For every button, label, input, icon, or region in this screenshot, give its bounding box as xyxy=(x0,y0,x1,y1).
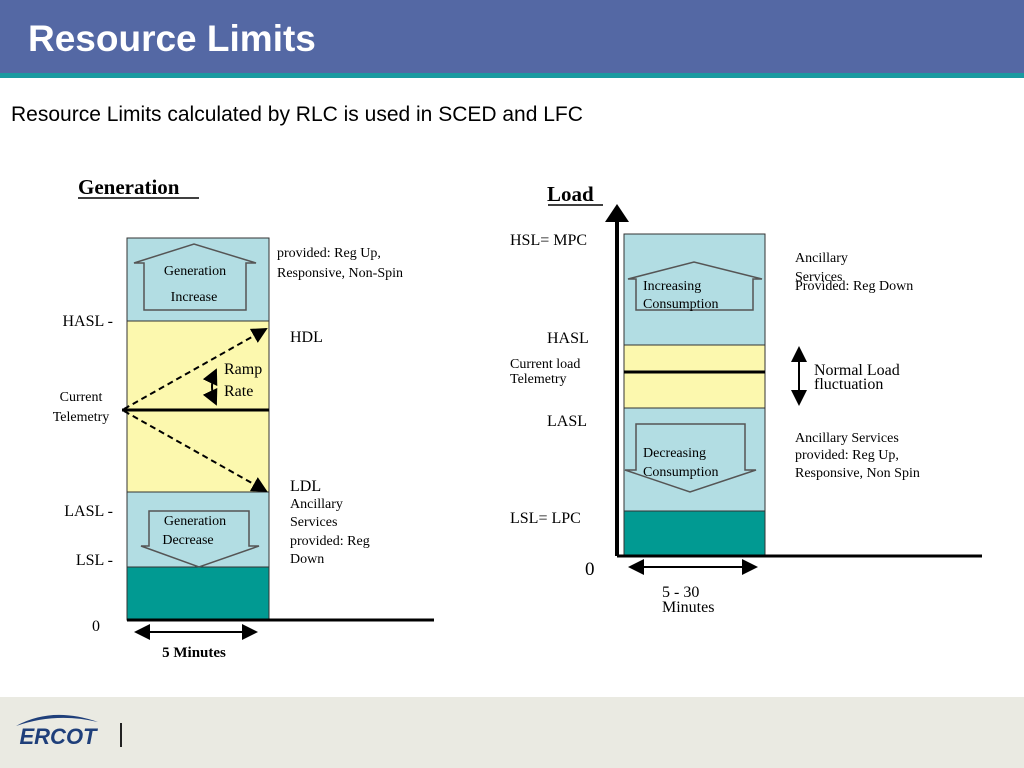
load-current-telemetry-label-1: Current load xyxy=(510,357,580,372)
slide-title: Resource Limits xyxy=(28,18,316,59)
gen-ramp-up-dashed-arrow xyxy=(123,328,268,410)
gen-ldl-label: LDL xyxy=(290,478,321,495)
generation-decrease-label-2: Decrease xyxy=(162,533,213,548)
gen-teal-band xyxy=(126,566,270,621)
resource-limits-diagram: Generation Generation Increase Generatio… xyxy=(53,175,982,661)
load-lsl-label: LSL= LPC xyxy=(510,510,581,527)
decreasing-consumption-label-1: Decreasing xyxy=(643,446,706,461)
increasing-consumption-label-1: Increasing xyxy=(643,279,701,294)
load-yellow-band xyxy=(623,344,766,409)
increasing-consumption-arrow xyxy=(627,261,763,311)
generation-increase-label-1: Generation xyxy=(164,264,226,279)
load-diagram: Load Increasing Consumption Decreasing C… xyxy=(510,182,982,616)
load-hsl-label: HSL= MPC xyxy=(510,232,587,249)
footer xyxy=(0,697,1024,768)
decreasing-consumption-label-2: Consumption xyxy=(643,465,718,480)
generation-heading: Generation xyxy=(78,175,180,199)
gen-yellow-band xyxy=(126,320,270,493)
load-teal-band xyxy=(623,510,766,557)
ercot-logo-text: ERCOT xyxy=(20,724,99,748)
gen-hasl-label: HASL - xyxy=(62,313,113,330)
gen-ldl-note-1: Ancillary xyxy=(290,497,343,512)
load-current-telemetry-label-2: Telemetry xyxy=(510,372,567,387)
gen-current-telemetry-label-1: Current xyxy=(60,390,103,405)
generation-decrease-arrow xyxy=(140,510,260,568)
generation-decrease-label-1: Generation xyxy=(164,514,226,529)
gen-time-span-label: 5 Minutes xyxy=(162,645,226,661)
title-stripe xyxy=(0,73,1024,78)
normal-load-label-1: Normal Load xyxy=(814,362,900,379)
gen-lasl-label: LASL - xyxy=(64,503,113,520)
ramp-rate-label-2: Rate xyxy=(224,383,253,400)
gen-ldl-note-3: provided: Reg xyxy=(290,534,370,549)
load-hasl-label: HASL xyxy=(547,330,589,347)
load-bottom-note-2: provided: Reg Up, xyxy=(795,448,899,463)
load-axis-arrowhead xyxy=(605,204,629,222)
gen-zero-label: 0 xyxy=(92,618,100,635)
slide-subtitle: Resource Limits calculated by RLC is use… xyxy=(11,103,583,126)
load-time-span-label-2: Minutes xyxy=(662,599,714,616)
load-top-note-1: Ancillary xyxy=(795,251,848,266)
footer-separator xyxy=(120,723,122,747)
gen-hdl-label: HDL xyxy=(290,329,323,346)
ramp-rate-arrow xyxy=(202,368,218,406)
increasing-consumption-label-2: Consumption xyxy=(643,297,718,312)
ramp-rate-label-1: Ramp xyxy=(224,361,262,378)
generation-increase-arrow xyxy=(133,243,257,311)
load-bottom-note-3: Responsive, Non Spin xyxy=(795,466,920,481)
load-top-note-2: Services xyxy=(795,270,842,285)
ercot-logo: ERCOT xyxy=(16,714,99,748)
generation-increase-label-2: Increase xyxy=(171,290,218,305)
gen-top-note-1: provided: Reg Up, xyxy=(277,246,381,261)
gen-ldl-note-2: Services xyxy=(290,515,337,530)
load-lasl-label: LASL xyxy=(547,413,587,430)
title-bar xyxy=(0,0,1024,73)
load-top-note-3: Provided: Reg Down xyxy=(795,279,913,294)
gen-ramp-down-dashed-arrow xyxy=(123,410,268,492)
decreasing-consumption-arrow xyxy=(624,423,757,493)
normal-load-label-2: fluctuation xyxy=(814,376,883,393)
ercot-logo-swoosh xyxy=(16,714,98,726)
gen-current-telemetry-label-2: Telemetry xyxy=(53,410,110,425)
load-time-span-label-1: 5 - 30 xyxy=(662,584,699,601)
gen-ldl-note-4: Down xyxy=(290,552,324,567)
load-heading: Load xyxy=(547,182,594,206)
load-bottom-note-1: Ancillary Services xyxy=(795,431,899,446)
generation-diagram: Generation Generation Increase Generatio… xyxy=(53,175,434,661)
load-zero-label: 0 xyxy=(585,559,595,580)
gen-top-note-2: Responsive, Non-Spin xyxy=(277,266,403,281)
gen-lsl-label: LSL - xyxy=(76,552,113,569)
